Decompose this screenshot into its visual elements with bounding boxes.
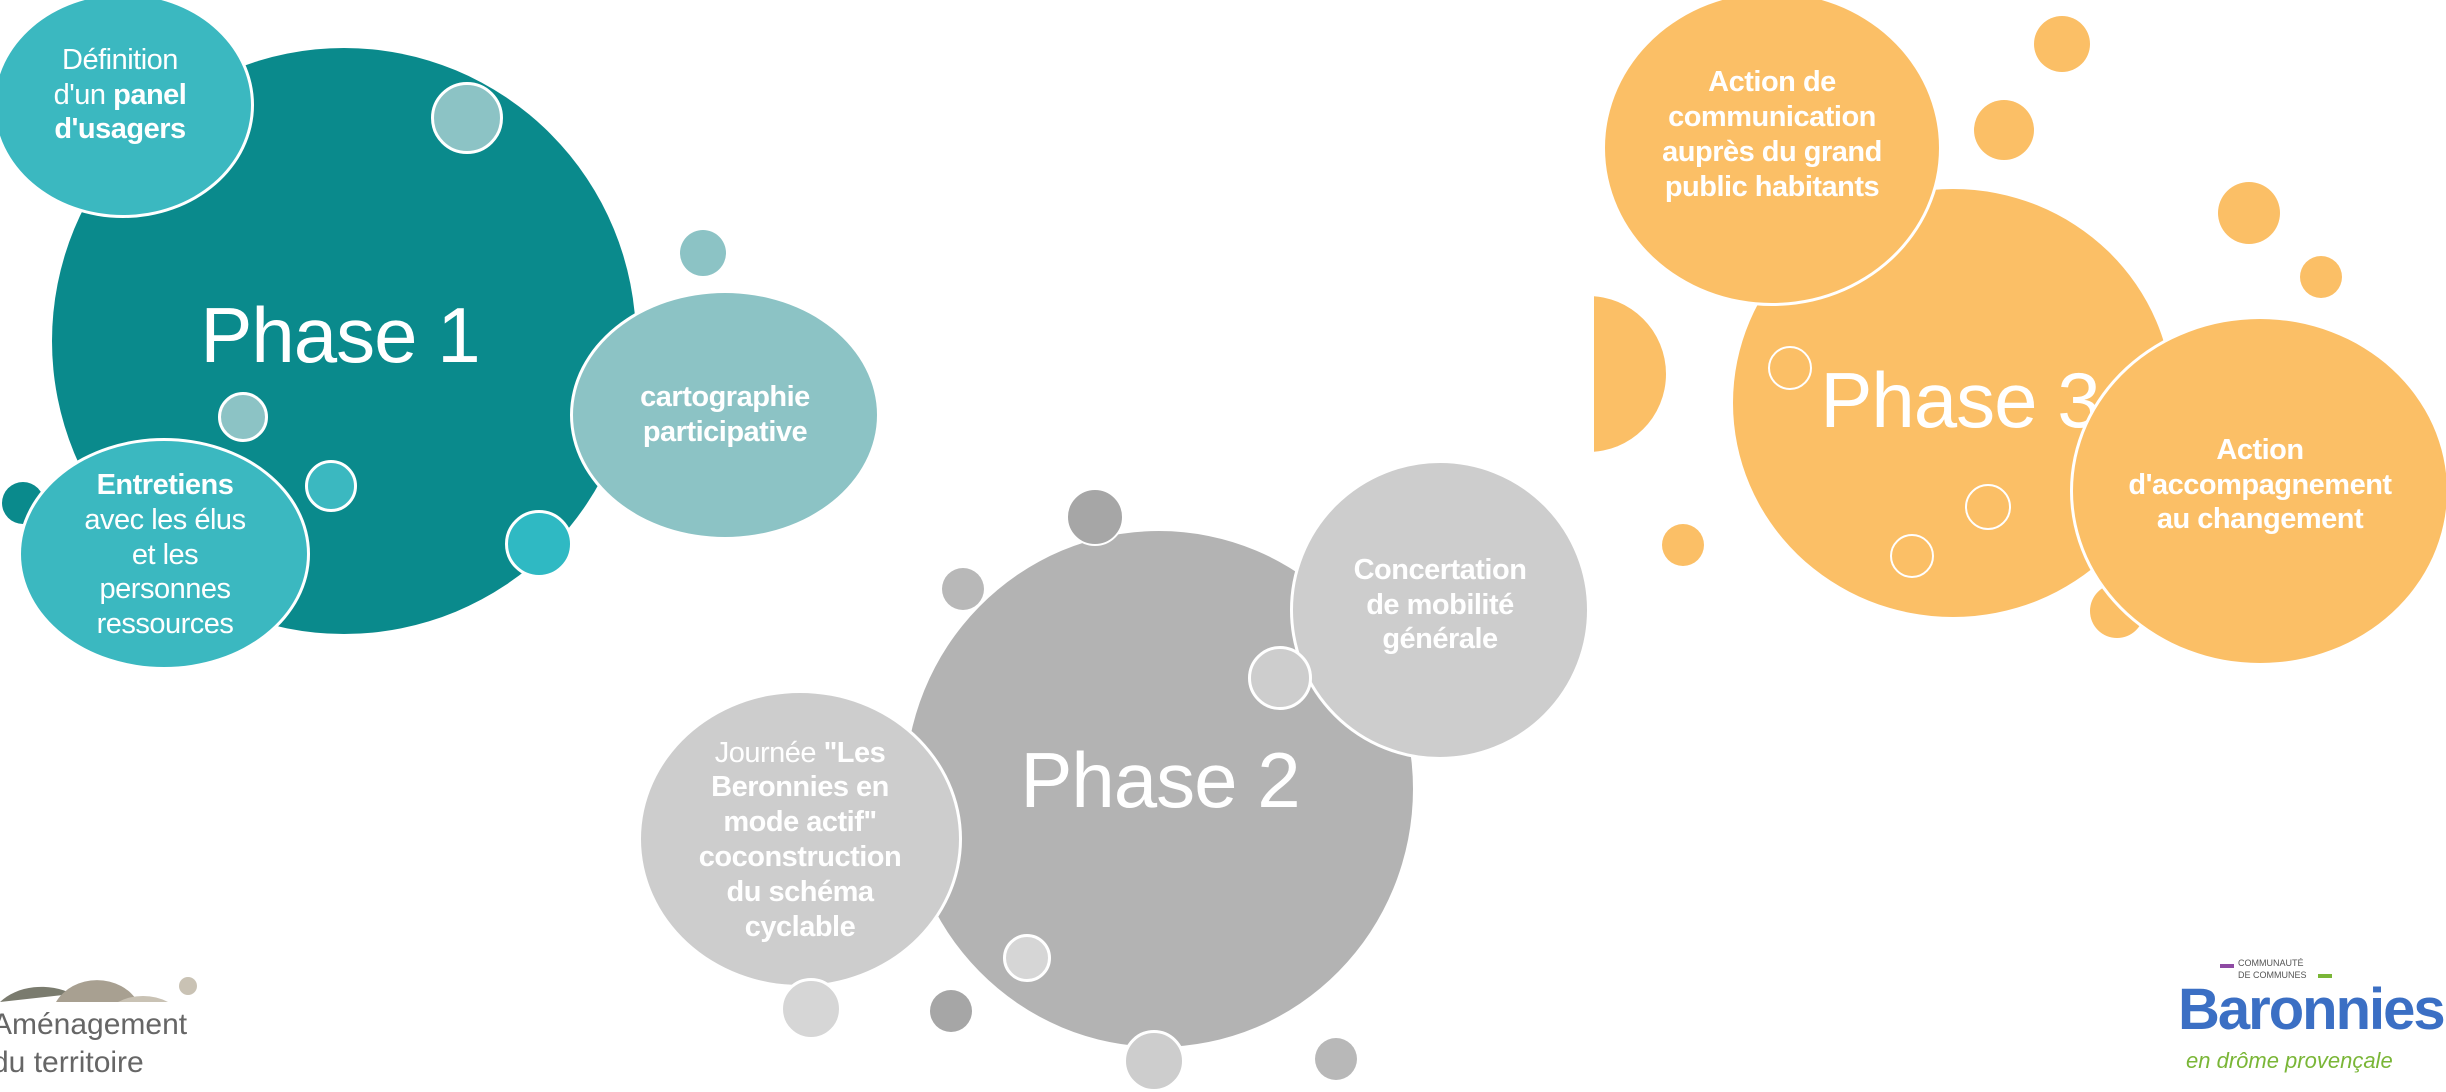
- amenagement-logo-line1: Aménagement: [0, 1008, 188, 1041]
- phase3-dot-right2: [2300, 256, 2342, 298]
- phase1-small-circle-bright: [505, 510, 573, 578]
- phase2-concertation-circle: [1290, 460, 1590, 760]
- phase3-dot-top: [2034, 16, 2090, 72]
- phase1-carto-circle: [570, 290, 880, 540]
- phase3-dot-right1: [2218, 182, 2280, 244]
- baronnies-logo-bar-green: [2318, 974, 2332, 978]
- phase2-dot-right: [1248, 646, 1312, 710]
- phase3-outline-dot-3: [1890, 534, 1934, 578]
- phase3-communication-circle: [1602, 0, 1942, 306]
- phase3-half-circle-left: [1594, 296, 1666, 452]
- phase1-title: Phase 1: [200, 290, 480, 379]
- amenagement-logo-line2: du territoire: [0, 1046, 144, 1079]
- phase1-small-circle-top: [431, 82, 503, 154]
- phase1-small-circle-low: [305, 460, 357, 512]
- phase3-title: Phase 3: [1820, 355, 2100, 444]
- phase1-panel-circle: [0, 0, 254, 218]
- phase2-dot-upper-left: [942, 568, 984, 610]
- phase2-journee-circle: [638, 690, 962, 988]
- phase3-accompagnement-circle: [2070, 316, 2446, 666]
- baronnies-logo-small2: DE COMMUNES: [2238, 970, 2307, 980]
- phase2-concertation-label: Concertation de mobilité générale: [1353, 553, 1527, 656]
- phase2-dot-top: [1066, 488, 1124, 546]
- phase1-entretiens-label: Entretiens avec les élus et les personne…: [84, 469, 246, 641]
- baronnies-logo-bar-purple: [2220, 964, 2234, 968]
- phase2-dot-bottom-left: [780, 978, 842, 1040]
- phase3-outline-dot-2: [1965, 484, 2011, 530]
- phase3-outline-dot-1: [1768, 346, 1812, 390]
- phase3-accompagnement-label: Action d'accompagnement au changement: [2128, 433, 2392, 536]
- baronnies-logo-small1: COMMUNAUTÉ: [2238, 958, 2304, 968]
- baronnies-logo-tagline: en drôme provençale: [2186, 1048, 2393, 1073]
- phase1-entretiens-circle: [18, 438, 310, 670]
- baronnies-logo-name: Baronnies: [2178, 977, 2446, 1042]
- phase2-dot-bottom-right: [1315, 1038, 1357, 1080]
- phase1-carto-label: cartographie participative: [640, 381, 810, 448]
- amenagement-logo-mark: [0, 977, 197, 1002]
- phase3-dot-left-low: [1662, 524, 1704, 566]
- amenagement-logo: Aménagement du territoire: [0, 950, 220, 1088]
- phase2-dot-bottom-mid: [930, 990, 972, 1032]
- phase3-communication-label: Action de communication auprès du grand …: [1662, 66, 1882, 203]
- baronnies-logo: COMMUNAUTÉ DE COMMUNES Baronnies en drôm…: [2170, 950, 2446, 1088]
- phase1-small-circle-mid: [218, 392, 268, 442]
- phase2-dot-lower-mid: [1003, 934, 1051, 982]
- phase2-title: Phase 2: [1020, 735, 1300, 824]
- phase3-dot-top2: [1974, 100, 2034, 160]
- phase2-journee-label: Journée "Les Beronnies en mode actif" co…: [698, 736, 902, 943]
- phase1-panel-label: Définition d'un panel d'usagers: [53, 43, 187, 146]
- phase2-dot-bottom: [1123, 1030, 1185, 1092]
- phase1-small-dot-right: [680, 230, 726, 276]
